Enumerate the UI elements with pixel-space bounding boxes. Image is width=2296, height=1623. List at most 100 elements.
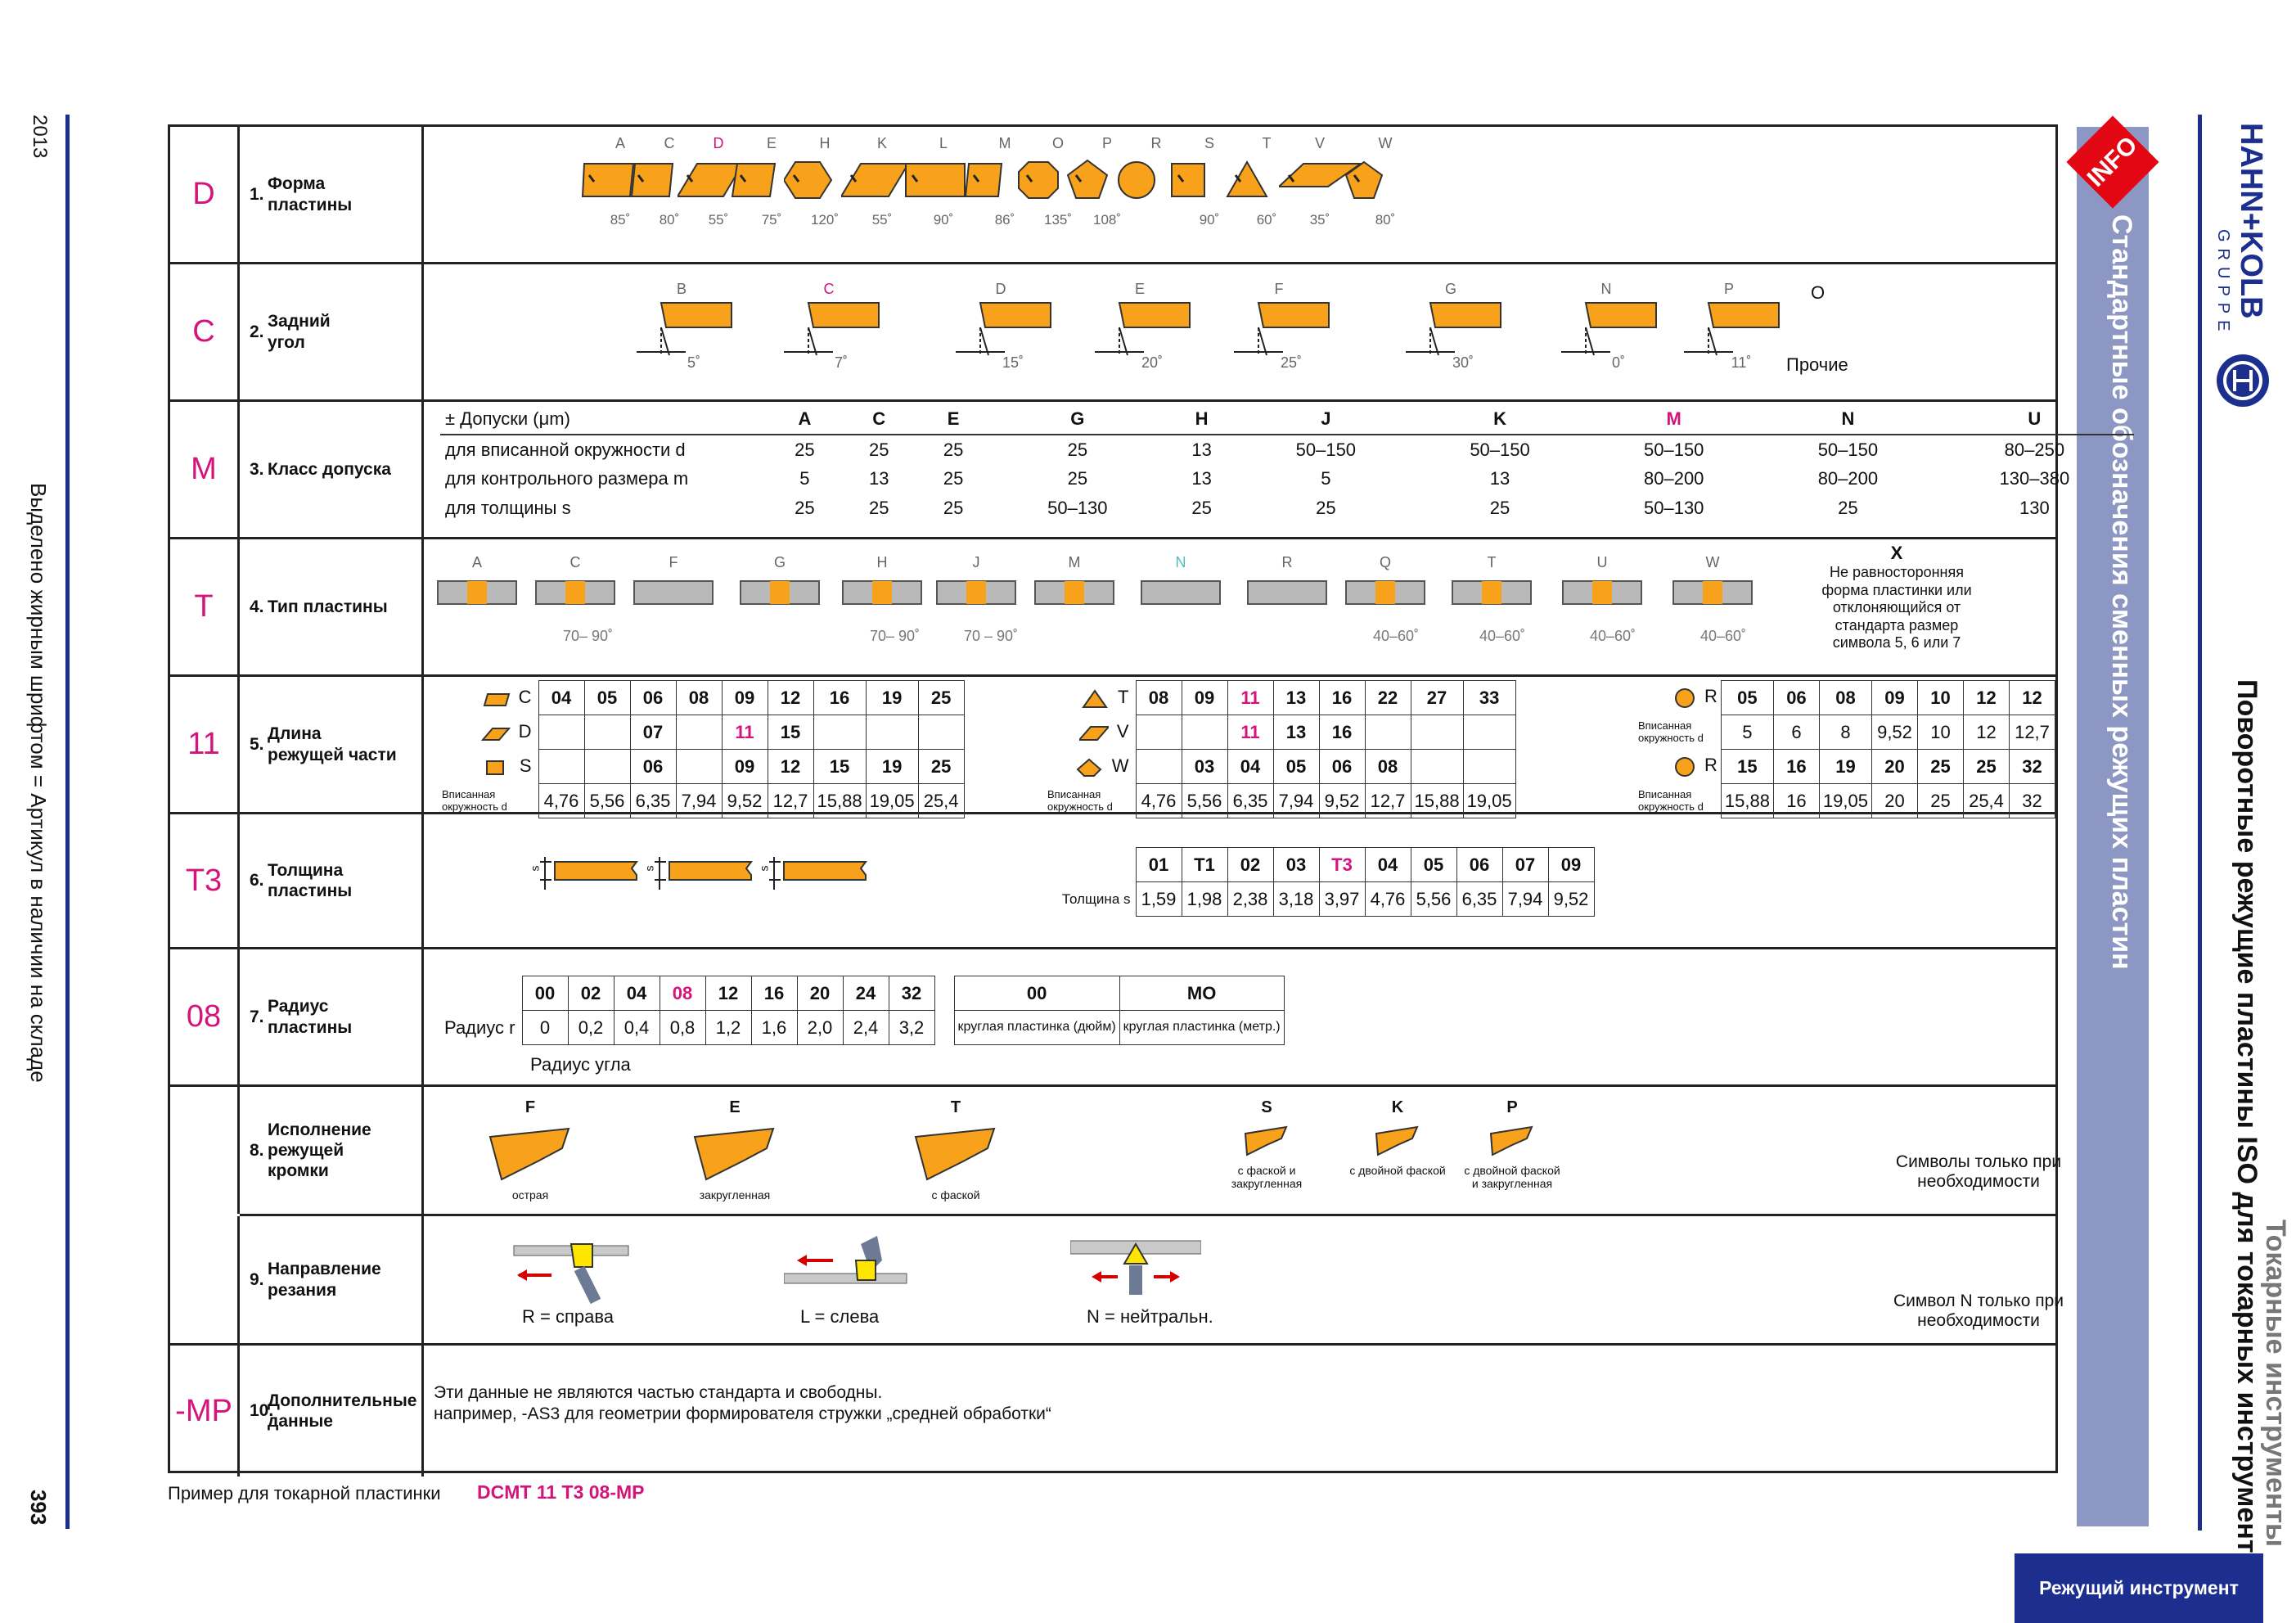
tolerance-value: 25: [795, 439, 815, 460]
length-ic-value: 7,94: [675, 783, 723, 818]
shape-R: R: [1115, 135, 1197, 212]
clearance-angle: 30˚: [1452, 354, 1474, 371]
thickness-insert-icon: [645, 854, 759, 899]
round-dia: 25,4: [1963, 783, 2010, 818]
row-title: Толщина пластины: [268, 860, 353, 900]
length-value: 04: [1227, 749, 1274, 784]
tolerance-class: M: [1587, 403, 1762, 435]
round-dia: 12,7: [2009, 715, 2055, 750]
row-label: 3.Класс допуска: [240, 402, 424, 537]
insert-shape-icon: [1076, 758, 1102, 777]
length-value: 13: [1272, 680, 1320, 715]
length-row-key: T: [1046, 681, 1136, 715]
insert-shape-icon: [483, 692, 510, 706]
insert-shape-icon: [1082, 688, 1108, 708]
row-code: C: [170, 264, 240, 399]
clearance-other-letter: O: [1811, 282, 1826, 303]
clearance-letter: D: [995, 281, 1006, 297]
clearance-p-icon: [1676, 298, 1782, 367]
length-value: [583, 715, 631, 750]
shape-r-icon: [1115, 159, 1200, 207]
direction-right-icon: [506, 1236, 637, 1309]
thickness-value: 7,94: [1501, 881, 1549, 917]
tolerance-value: 25: [943, 468, 964, 489]
type-r-icon: [1242, 576, 1332, 613]
direction-neutral-icon: [1069, 1236, 1202, 1309]
row-content: Эти данные не являются частью стандарта …: [424, 1346, 2055, 1476]
tolerance-header: ± Допуски (μm): [440, 403, 768, 435]
edges-note: Символы только при необходимости: [1895, 1152, 2062, 1191]
extra-text-1: Эти данные не являются частью стандарта …: [434, 1383, 883, 1402]
tolerance-row-label: для толщины s: [445, 498, 571, 518]
shape-angle: 80˚: [659, 212, 680, 228]
row-code: [170, 1216, 240, 1343]
thickness-code: 05: [1410, 847, 1457, 882]
round-dia: 32: [2009, 783, 2055, 818]
radius-code-00: 00: [953, 976, 1120, 1011]
length-value: [1462, 715, 1516, 750]
edge-letter: K: [1391, 1098, 1404, 1116]
length-ic-value: 7,94: [1272, 783, 1320, 818]
length-row-key: V: [1046, 715, 1136, 750]
edge-p-icon: [1463, 1124, 1561, 1161]
radius-code: 32: [888, 976, 935, 1011]
round-dia: 20: [1871, 783, 1918, 818]
type-angle: 40–60˚: [1700, 628, 1747, 644]
bottom-tab[interactable]: Режущий инструмент: [2015, 1553, 2263, 1623]
round-dia: 6: [1772, 715, 1820, 750]
tolerance-value: 13: [1489, 468, 1510, 489]
insert-shape-icon: [480, 727, 511, 741]
left-note: Выделено жирным шрифтом = Артикул в нали…: [26, 483, 51, 1083]
tolerance-value: 50–150: [1470, 439, 1530, 460]
shape-angle: 90˚: [1199, 212, 1220, 228]
shape-w-icon: [1344, 159, 1429, 207]
type-letter: H: [876, 554, 888, 570]
insert-shape-icon: [485, 760, 504, 775]
tolerance-value: 25: [1489, 498, 1510, 518]
round-dia: 5: [1720, 715, 1774, 750]
shape-v-icon: [1276, 159, 1364, 207]
length-key: D: [518, 721, 532, 742]
length-ic-label-text: Вписанная окружность d: [1047, 788, 1113, 813]
round-dia: 16: [1772, 783, 1820, 818]
shape-letter: L: [939, 135, 948, 151]
length-value: [675, 715, 723, 750]
radius-code: 00: [521, 976, 569, 1011]
row-code: [170, 1087, 240, 1214]
length-value: [865, 715, 919, 750]
row-title: Направление резания: [268, 1260, 381, 1300]
type-angle: 70– 90˚: [870, 628, 921, 644]
tolerance-value: 25: [1316, 498, 1336, 518]
tolerance-value: 13: [1191, 468, 1212, 489]
shape-letter: V: [1314, 135, 1325, 151]
tolerance-value: 25: [1838, 498, 1858, 518]
edge-f-icon: [473, 1124, 588, 1185]
round-code: 15: [1720, 749, 1774, 784]
row-label: 4.Тип пластины: [240, 539, 424, 674]
shape-letter: A: [615, 135, 625, 151]
type-angle: 40–60˚: [1590, 628, 1636, 644]
tolerance-class: U: [1934, 403, 2134, 435]
tolerance-value: 50–130: [1047, 498, 1108, 518]
type-c-icon: [530, 576, 620, 613]
thickness-label: Толщина s: [1061, 890, 1131, 907]
length-value: 09: [1181, 680, 1228, 715]
thickness-value: 6,35: [1456, 881, 1503, 917]
length-value: 04: [538, 680, 585, 715]
shape-letter: H: [819, 135, 831, 151]
type-N: N: [1136, 554, 1226, 613]
